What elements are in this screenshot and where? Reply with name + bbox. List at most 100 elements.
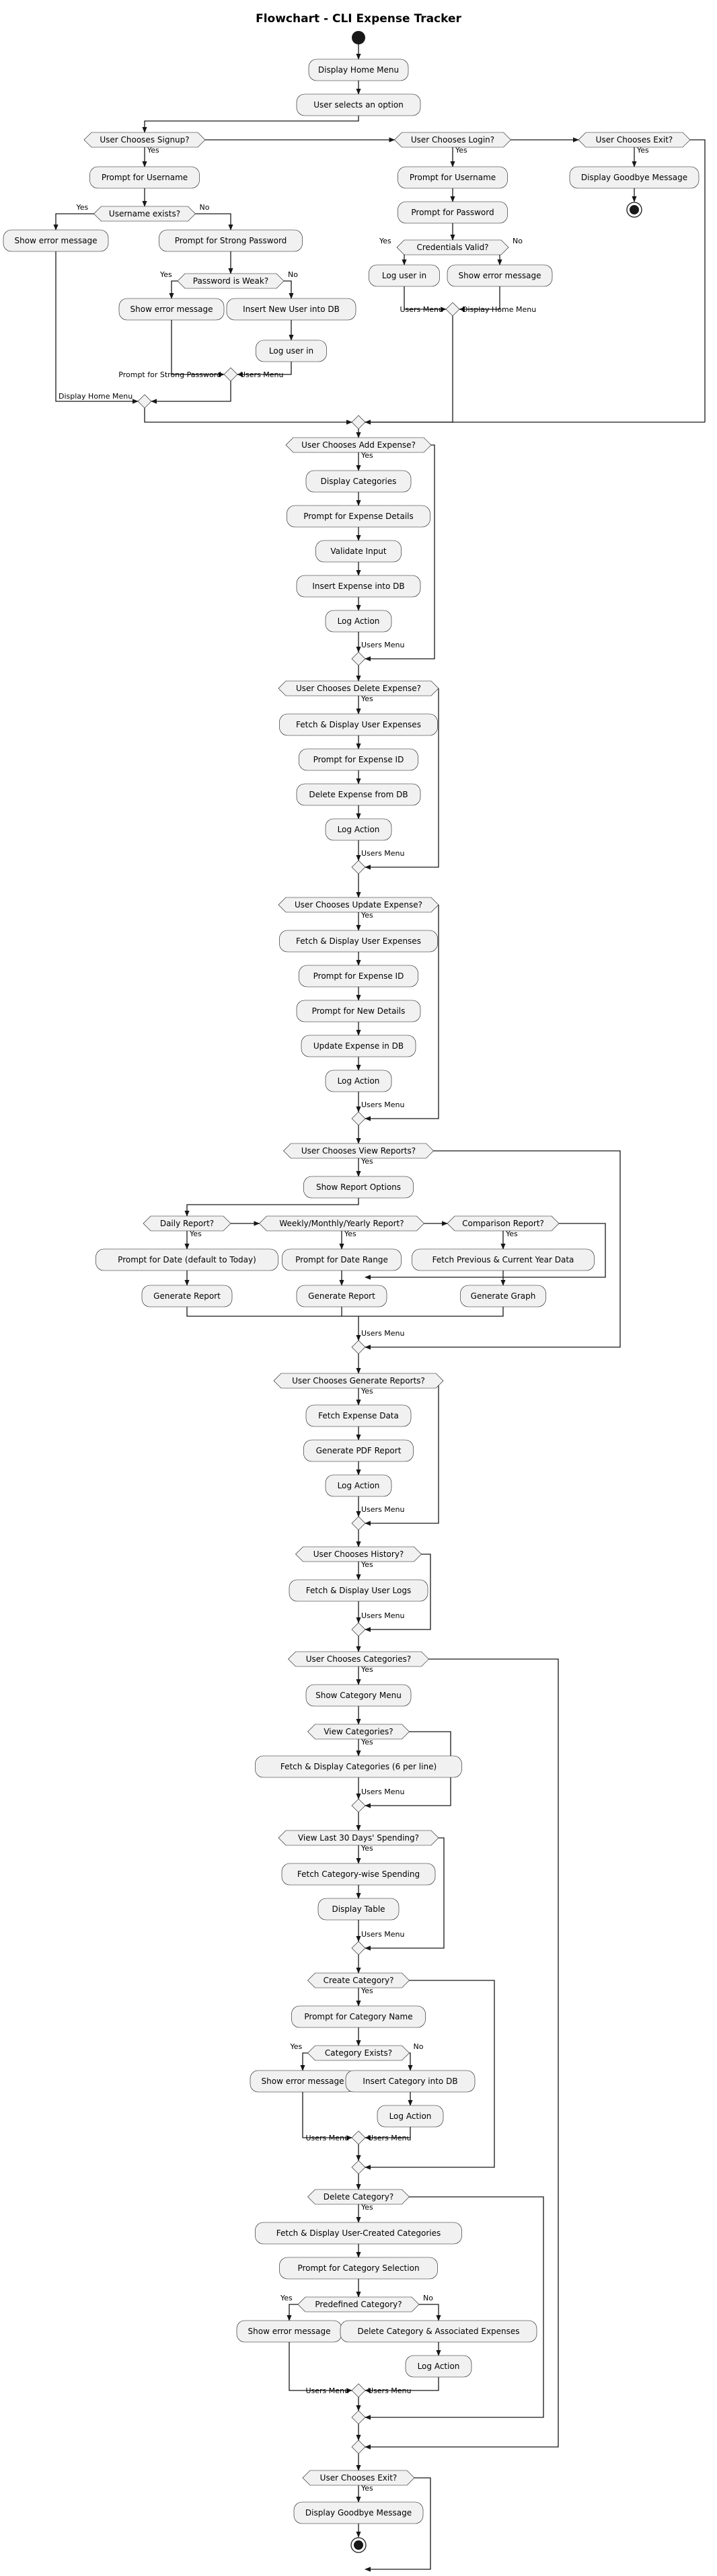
edge-label-users-menu: Users Menu	[400, 305, 443, 314]
merge-node	[351, 415, 366, 430]
merge-node	[351, 1516, 366, 1531]
node-label: Fetch & Display Categories (6 per line)	[280, 1762, 437, 1771]
end-node	[626, 202, 642, 218]
decision-label: User Chooses Generate Reports?	[292, 1376, 425, 1385]
node-label: Log Action	[389, 2111, 432, 2121]
decision-label: Delete Category?	[324, 2192, 393, 2202]
merge-node	[445, 302, 460, 317]
node-su-prompt-strong-password: Prompt for Strong Password	[159, 229, 303, 252]
merge-node	[351, 860, 366, 875]
edge-label-users-menu: Users Menu	[361, 849, 405, 858]
connector	[365, 2477, 431, 2572]
node-de-log: Log Action	[325, 818, 392, 841]
edge-label-yes: Yes	[361, 1560, 373, 1569]
decision-label: User Chooses View Reports?	[301, 1146, 416, 1156]
merge-node	[351, 2440, 366, 2454]
connector	[142, 116, 359, 133]
node-label: Prompt for New Details	[312, 1006, 406, 1016]
connector	[144, 408, 352, 425]
node-label: Fetch Expense Data	[318, 1411, 399, 1420]
edge-label-yes: Yes	[379, 237, 391, 245]
end-node	[350, 2537, 367, 2553]
decision-exit-bottom: User Chooses Exit?	[302, 2470, 415, 2486]
edge-label-yes: Yes	[455, 146, 467, 155]
node-label: Log Action	[338, 1481, 380, 1490]
decision-category-exists: Category Exists?	[307, 2045, 410, 2061]
connector	[184, 1198, 359, 1217]
node-gr-fetch: Fetch Expense Data	[305, 1404, 412, 1427]
merge-node	[351, 2383, 366, 2398]
connector	[169, 280, 178, 299]
node-label: Generate Graph	[471, 1291, 536, 1301]
decision-credentials-valid: Credentials Valid?	[396, 239, 509, 255]
edge-label-yes: Yes	[361, 1986, 373, 1995]
node-gr-pdf: Generate PDF Report	[303, 1439, 414, 1462]
edge-label-yes: Yes	[361, 694, 373, 703]
node-ue-prompt-id: Prompt for Expense ID	[299, 965, 418, 988]
node-ae-log: Log Action	[325, 610, 392, 633]
decision-generate-reports: User Chooses Generate Reports?	[273, 1373, 444, 1389]
edge-label-no: No	[288, 270, 298, 279]
connector	[365, 1554, 431, 1632]
edge-label-yes: Yes	[636, 146, 649, 155]
connector	[690, 139, 706, 422]
connector	[287, 2304, 298, 2321]
node-label: Fetch Category-wise Spending	[297, 1869, 420, 1879]
node-vr-show-options: Show Report Options	[303, 1176, 414, 1199]
edge-label-yes: Yes	[361, 2203, 373, 2212]
merge-node	[351, 1111, 366, 1126]
merge-node	[351, 2410, 366, 2425]
decision-label: User Chooses Exit?	[320, 2473, 398, 2483]
decision-delete-expense: User Chooses Delete Expense?	[278, 680, 439, 696]
node-label: Prompt for Date (default to Today)	[118, 1255, 256, 1264]
connector	[404, 286, 447, 312]
edge-label-yes: Yes	[280, 2294, 293, 2302]
node-de-prompt-id: Prompt for Expense ID	[299, 748, 418, 771]
node-li-log-user-in: Log user in	[369, 264, 440, 287]
decision-label: Daily Report?	[160, 1219, 214, 1228]
connector	[459, 286, 500, 312]
node-vr-generate-graph: Generate Graph	[460, 1285, 546, 1307]
edge-label-yes: Yes	[290, 2042, 303, 2051]
node-label: Prompt for Expense Details	[303, 512, 414, 521]
node-ae-validate: Validate Input	[315, 540, 402, 563]
decision-last30: View Last 30 Days' Spending?	[278, 1830, 439, 1846]
node-li-show-error: Show error message	[447, 264, 553, 287]
node-ue-fetch: Fetch & Display User Expenses	[279, 930, 438, 953]
decision-label: Credentials Valid?	[416, 243, 488, 252]
edge-label-no: No	[513, 237, 523, 245]
node-label: Delete Expense from DB	[309, 790, 408, 799]
connector	[365, 1837, 445, 1951]
edge-label-no: No	[414, 2042, 424, 2051]
node-ca-fetch-display: Fetch & Display Categories (6 per line)	[255, 1755, 462, 1778]
edge-label-users-menu: Users Menu	[361, 1787, 405, 1796]
node-su-insert-user: Insert New User into DB	[226, 298, 356, 321]
node-user-selects-option: User selects an option	[296, 93, 421, 116]
node-ae-prompt-details: Prompt for Expense Details	[287, 505, 430, 528]
connector	[419, 2304, 441, 2321]
node-ca-log: Log Action	[377, 2105, 444, 2128]
decision-update-expense: User Chooses Update Expense?	[278, 897, 439, 913]
edge-label-yes: Yes	[361, 2484, 373, 2493]
edge-label-users-menu: Users Menu	[361, 641, 405, 649]
connector	[365, 1150, 621, 1350]
connector	[353, 316, 453, 423]
connector	[237, 362, 292, 377]
node-vr-prompt-range: Prompt for Date Range	[282, 1248, 402, 1271]
merge-node	[351, 1340, 366, 1355]
connector	[195, 213, 233, 231]
node-label: Show Report Options	[316, 1182, 401, 1192]
connector	[151, 381, 231, 404]
node-su-prompt-username: Prompt for Username	[89, 166, 200, 189]
node-label: Log Action	[418, 2362, 460, 2371]
node-label: Display Table	[332, 1904, 385, 1914]
node-ca-insert: Insert Category into DB	[345, 2070, 476, 2093]
decision-categories: User Chooses Categories?	[288, 1651, 429, 1667]
node-label: Fetch & Display User Expenses	[296, 936, 421, 946]
connector	[365, 444, 435, 661]
decision-exit-top: User Chooses Exit?	[578, 132, 691, 148]
connector	[365, 2377, 439, 2393]
connector	[284, 280, 294, 299]
